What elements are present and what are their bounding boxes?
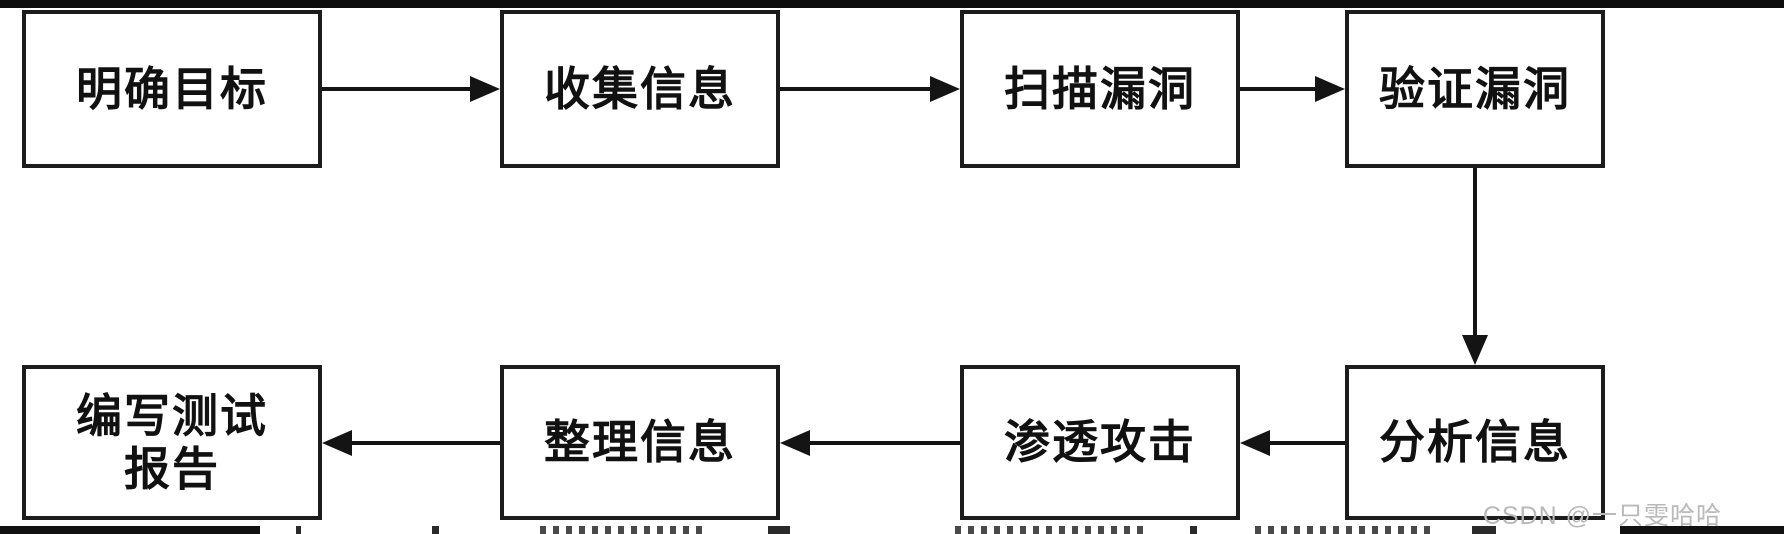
node-write-report-label: 编写测试 报告: [76, 388, 268, 496]
fragment-line: [768, 526, 790, 534]
arrowhead-right-icon: [930, 76, 960, 102]
node-collect-info: 收集信息: [500, 10, 780, 168]
fragment-text: [540, 526, 705, 534]
node-define-target: 明确目标: [22, 10, 322, 168]
fragment-line: [432, 526, 439, 534]
node-collect-info-label: 收集信息: [544, 61, 736, 116]
arrow-analyze-to-exploit: [1240, 430, 1345, 456]
arrow-shaft: [1270, 441, 1345, 445]
arrowhead-right-icon: [470, 76, 500, 102]
arrow-shaft: [322, 87, 470, 91]
arrow-verify-to-analyze: [1462, 168, 1488, 365]
arrow-collect-to-scan: [780, 76, 960, 102]
arrow-scan-to-verify: [1240, 76, 1345, 102]
node-exploit-attack-label: 渗透攻击: [1004, 415, 1196, 470]
arrowhead-left-icon: [780, 430, 810, 456]
cropped-next-row-fragments: [0, 526, 1784, 534]
arrow-organize-to-report: [322, 430, 500, 456]
fragment-line: [1190, 526, 1197, 534]
arrow-define-to-collect: [322, 76, 500, 102]
node-analyze-info: 分析信息: [1345, 365, 1605, 520]
cropped-top-bar: [0, 0, 1784, 8]
node-define-target-label: 明确目标: [76, 61, 268, 116]
node-organize-info-label: 整理信息: [544, 415, 736, 470]
arrow-shaft: [1473, 168, 1477, 335]
arrowhead-down-icon: [1462, 335, 1488, 365]
arrow-shaft: [352, 441, 500, 445]
node-verify-vulns: 验证漏洞: [1345, 10, 1605, 168]
node-scan-vulns: 扫描漏洞: [960, 10, 1240, 168]
fragment-line: [296, 526, 301, 534]
fragment-text: [1255, 526, 1430, 534]
arrow-shaft: [1240, 87, 1315, 91]
arrowhead-left-icon: [1240, 430, 1270, 456]
arrow-exploit-to-organize: [780, 430, 960, 456]
arrow-shaft: [810, 441, 960, 445]
node-scan-vulns-label: 扫描漏洞: [1004, 61, 1196, 116]
node-exploit-attack: 渗透攻击: [960, 365, 1240, 520]
fragment-text: [955, 526, 1150, 534]
watermark: CSDN @一只雯哈哈: [1482, 502, 1722, 530]
node-analyze-info-label: 分析信息: [1379, 415, 1571, 470]
fragment-line: [1472, 526, 1496, 534]
cropped-bottom-bar-right: [1620, 526, 1784, 534]
cropped-bottom-bar-left: [0, 526, 260, 534]
arrowhead-right-icon: [1315, 76, 1345, 102]
node-organize-info: 整理信息: [500, 365, 780, 520]
node-write-report: 编写测试 报告: [22, 365, 322, 520]
arrowhead-left-icon: [322, 430, 352, 456]
arrow-shaft: [780, 87, 930, 91]
node-verify-vulns-label: 验证漏洞: [1379, 61, 1571, 116]
